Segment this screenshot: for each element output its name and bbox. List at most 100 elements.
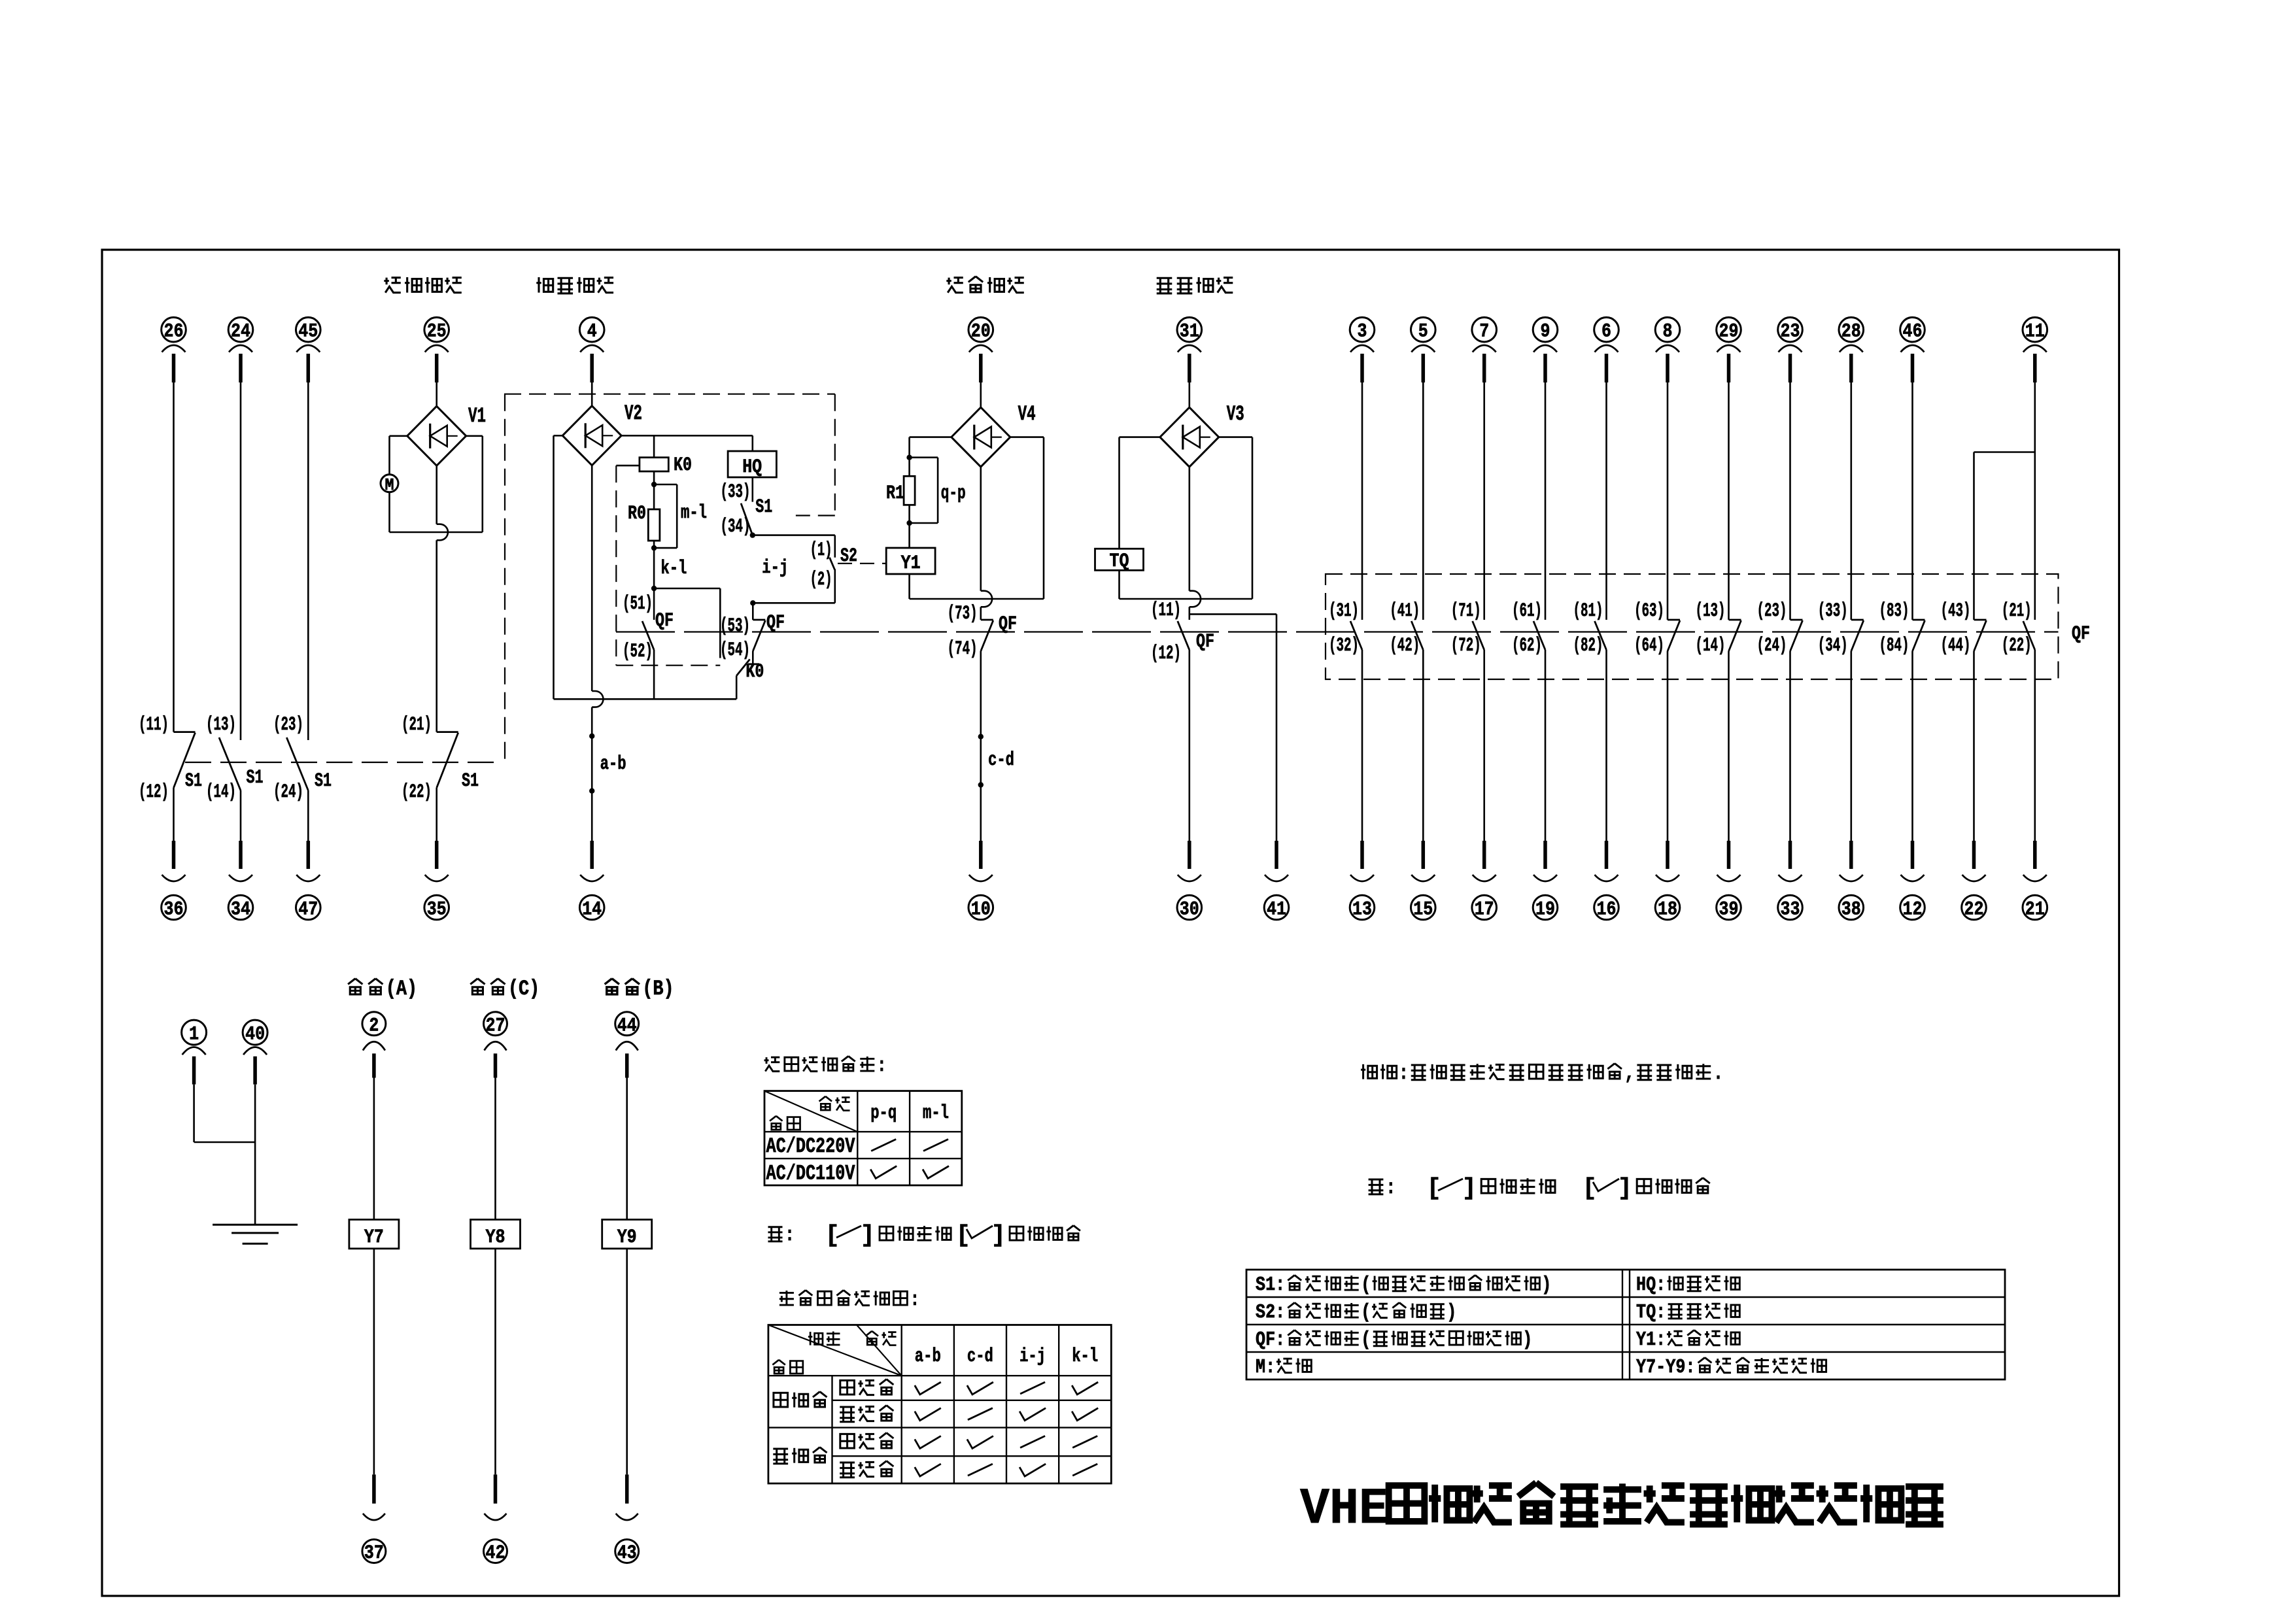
svg-text:21: 21 [2025, 899, 2045, 921]
svg-text:HQ: HQ [742, 456, 762, 479]
svg-text:16: 16 [1597, 899, 1617, 921]
svg-text:V2: V2 [625, 401, 642, 426]
svg-text:]: ] [1618, 1175, 1632, 1202]
svg-text:(52): (52) [623, 641, 653, 663]
svg-text:TQ: TQ [1110, 550, 1129, 573]
svg-text:3: 3 [1358, 321, 1367, 343]
svg-text:37: 37 [364, 1542, 384, 1565]
svg-text:q-p: q-p [941, 482, 966, 505]
svg-text:29: 29 [1719, 321, 1739, 343]
svg-text:18: 18 [1658, 899, 1677, 921]
svg-text:,: , [1624, 1062, 1635, 1085]
svg-text:46: 46 [1903, 321, 1923, 343]
svg-text:S1:: S1: [1256, 1274, 1285, 1296]
svg-text:S1: S1 [185, 770, 202, 792]
svg-text:[: [ [956, 1222, 970, 1249]
svg-text:(82): (82) [1573, 635, 1603, 657]
svg-text:45: 45 [298, 321, 318, 343]
svg-text::: : [877, 1055, 887, 1077]
svg-text:26: 26 [164, 321, 184, 343]
svg-text:(51): (51) [623, 593, 653, 615]
svg-text:27: 27 [486, 1015, 505, 1037]
svg-text:34: 34 [231, 899, 250, 921]
svg-text:47: 47 [298, 899, 318, 921]
svg-text:(23): (23) [1757, 600, 1787, 622]
svg-text:40: 40 [245, 1024, 265, 1046]
svg-text:K0: K0 [674, 454, 692, 477]
svg-text:15: 15 [1413, 899, 1433, 921]
svg-text:.: . [1713, 1062, 1724, 1085]
svg-text:(31): (31) [1329, 600, 1359, 622]
svg-text:(A): (A) [386, 977, 417, 1001]
svg-text:(32): (32) [1329, 635, 1359, 657]
svg-text:Y7-Y9:: Y7-Y9: [1636, 1357, 1696, 1379]
svg-text:]: ] [991, 1222, 1006, 1249]
svg-text:p-q: p-q [870, 1102, 897, 1125]
svg-text:28: 28 [1841, 321, 1861, 343]
svg-text:TQ:: TQ: [1636, 1302, 1666, 1324]
svg-text:44: 44 [617, 1015, 637, 1037]
svg-text:20: 20 [971, 321, 991, 343]
svg-text:(64): (64) [1634, 635, 1664, 657]
svg-text:25: 25 [427, 321, 447, 343]
svg-text:(33): (33) [721, 481, 751, 503]
svg-text:Y1: Y1 [901, 552, 921, 575]
svg-text:S2: S2 [840, 545, 857, 567]
svg-text:S1: S1 [462, 770, 479, 792]
svg-text:AC/DC220V: AC/DC220V [766, 1134, 856, 1159]
svg-text:14: 14 [582, 899, 602, 921]
svg-text:7: 7 [1479, 321, 1489, 343]
svg-text:(22): (22) [402, 781, 432, 804]
svg-text:(C): (C) [508, 977, 539, 1001]
svg-text:2: 2 [369, 1015, 379, 1037]
svg-text:(13): (13) [206, 714, 236, 736]
svg-text:): ) [1447, 1302, 1456, 1324]
svg-text:QF: QF [2072, 623, 2090, 645]
svg-text:(44): (44) [1941, 635, 1971, 657]
svg-text:QF: QF [1196, 631, 1214, 653]
svg-text:c-d: c-d [967, 1345, 993, 1368]
svg-text:1: 1 [189, 1024, 199, 1046]
svg-text:(23): (23) [273, 714, 303, 736]
svg-text:(63): (63) [1634, 600, 1664, 622]
svg-text:(: ( [1361, 1302, 1371, 1324]
svg-text:5: 5 [1418, 321, 1428, 343]
svg-text:17: 17 [1475, 899, 1494, 921]
svg-text:4: 4 [587, 321, 597, 343]
svg-text:m-l: m-l [923, 1102, 949, 1125]
svg-text:S1: S1 [755, 496, 772, 518]
svg-text:): ) [1541, 1274, 1551, 1296]
svg-text::: : [910, 1289, 919, 1311]
svg-text:(84): (84) [1879, 635, 1909, 657]
svg-text:(72): (72) [1451, 635, 1481, 657]
svg-text:(B): (B) [642, 977, 674, 1001]
svg-text:(73): (73) [948, 603, 978, 625]
svg-text:Y9: Y9 [617, 1226, 637, 1249]
svg-text:(22): (22) [2002, 635, 2032, 657]
svg-text:(43): (43) [1941, 600, 1971, 622]
svg-text:a-b: a-b [915, 1345, 941, 1368]
svg-text:V1: V1 [468, 404, 486, 428]
svg-text:38: 38 [1841, 899, 1861, 921]
svg-text:]: ] [1462, 1175, 1477, 1202]
svg-text:(14): (14) [1696, 635, 1726, 657]
svg-text:42: 42 [486, 1542, 505, 1565]
svg-text:(13): (13) [1696, 600, 1726, 622]
svg-text:(11): (11) [1151, 600, 1181, 622]
svg-text::: : [785, 1225, 795, 1247]
svg-text:VHE: VHE [1300, 1481, 1388, 1538]
svg-text:(21): (21) [2002, 600, 2032, 622]
svg-text:AC/DC110V: AC/DC110V [766, 1162, 856, 1186]
svg-text:]: ] [861, 1222, 875, 1249]
svg-text:i-j: i-j [1019, 1345, 1046, 1368]
svg-text:(: ( [1361, 1274, 1371, 1296]
svg-text:k-l: k-l [1072, 1345, 1098, 1368]
svg-text:): ) [1522, 1329, 1532, 1351]
svg-text:(1): (1) [810, 539, 832, 562]
svg-text:Y1:: Y1: [1636, 1329, 1666, 1351]
svg-text::: : [1386, 1177, 1396, 1200]
svg-text:S1: S1 [247, 767, 264, 789]
svg-text:(33): (33) [1818, 600, 1848, 622]
svg-text:41: 41 [1267, 899, 1286, 921]
svg-text:S1: S1 [315, 770, 332, 792]
